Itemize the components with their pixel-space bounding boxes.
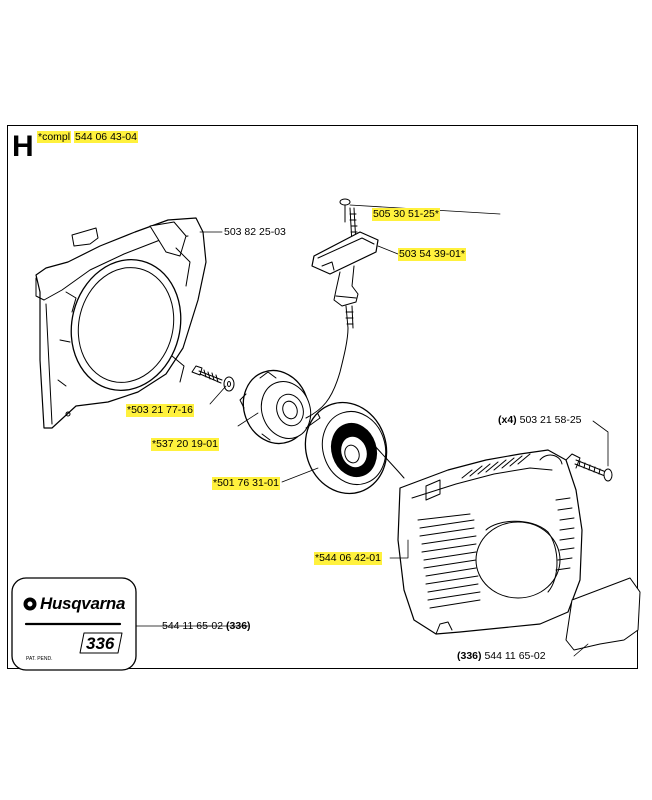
part-starter-housing[interactable]: *544 06 42-01: [314, 552, 382, 565]
part-decal[interactable]: 544 11 65-02: [162, 620, 224, 632]
part-decal2-label: (336) 544 11 65-02: [457, 650, 546, 663]
diagram-frame: [7, 125, 638, 669]
fan-cover-drawing: [35, 217, 207, 429]
part-spring-cassette[interactable]: *501 76 31-01: [212, 477, 280, 490]
decal2-model-tag: (336): [457, 650, 482, 662]
decal-small-text: PAT. PEND.: [26, 656, 53, 662]
part-screw[interactable]: *503 21 77-16: [126, 404, 194, 417]
decal-model-tag: (336): [226, 620, 251, 632]
part-fan-cover[interactable]: 503 82 25-03: [224, 226, 286, 238]
part-pulley[interactable]: *537 20 19-01: [151, 438, 219, 451]
decal-panel-drawing: [565, 577, 641, 651]
part-decal2[interactable]: 544 11 65-02: [484, 650, 546, 662]
decal-model: 336: [86, 634, 115, 653]
pulley-drawing: [239, 369, 312, 445]
husqvarna-decal-drawing: [11, 577, 137, 671]
bolt-drawing: [574, 459, 613, 482]
starter-handle-drawing: [305, 198, 405, 479]
part-bolt[interactable]: 503 21 58-25: [519, 414, 582, 426]
compl-prefix: *compl: [37, 131, 72, 143]
bolt-quantity: (x4): [498, 414, 517, 426]
decal-brand: Husqvarna: [40, 594, 126, 613]
part-handle[interactable]: 503 54 39-01*: [398, 248, 466, 261]
starter-housing-drawing: [397, 449, 583, 635]
part-decal-label: 544 11 65-02 (336): [162, 620, 251, 633]
screw-drawing: [191, 365, 235, 392]
part-bolt-label: (x4) 503 21 58-25: [498, 414, 582, 427]
compl-label: *compl 544 06 43-04: [37, 131, 138, 144]
part-rope-pin[interactable]: 505 30 51-25*: [372, 208, 440, 221]
section-letter: H: [12, 130, 34, 163]
leader-lines: [135, 204, 609, 657]
compl-part-number[interactable]: 544 06 43-04: [74, 131, 138, 143]
spring-cassette-drawing: [304, 401, 388, 495]
